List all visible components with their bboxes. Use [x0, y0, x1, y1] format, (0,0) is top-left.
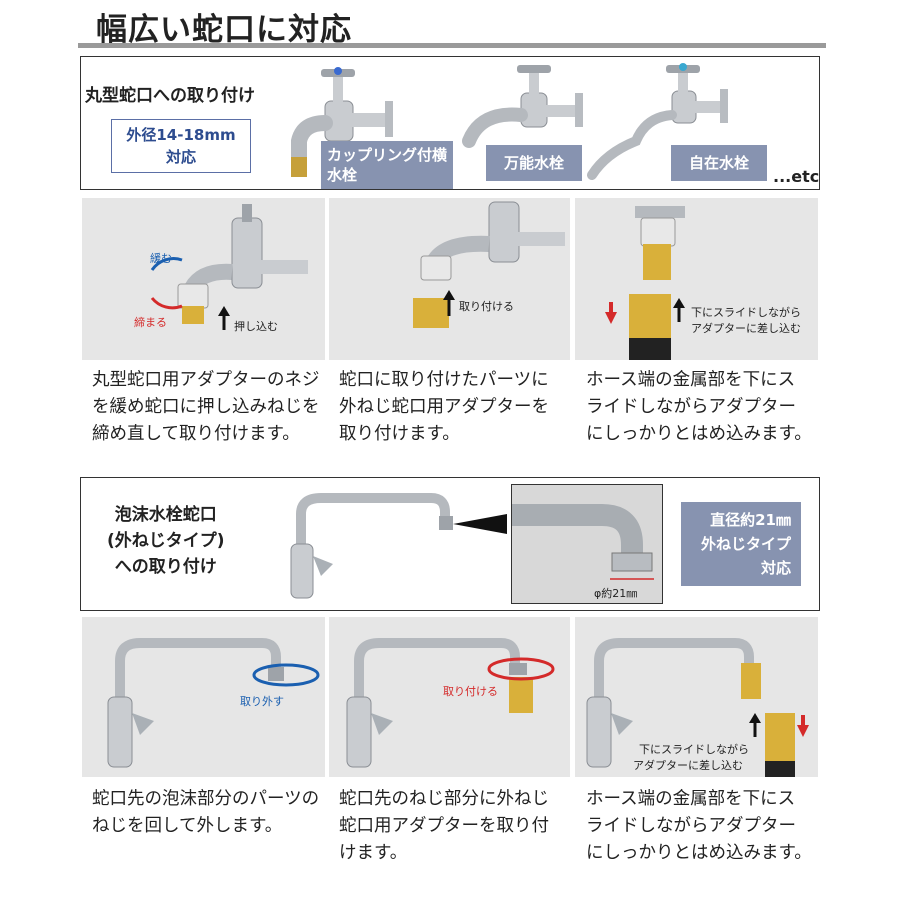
insert-annotation: アダプターに差し込む: [691, 322, 801, 335]
aerator-faucet-panel: 泡沫水栓蛇口 (外ねじタイプ) への取り付け φ約21㎜ 直径約21㎜ 外ねじタ…: [80, 477, 820, 611]
step2-1-text: 蛇口先の泡沫部分のパーツのねじを回して外します。: [92, 789, 320, 836]
step1-3-text: ホース端の金属部を下にスライドしながらアダプターにしっかりとはめ込みます。: [586, 370, 812, 444]
step1-2-image: 取り付ける: [329, 198, 570, 360]
step1-2-text: 蛇口に取り付けたパーツに外ねじ蛇口用アダプターを取り付けます。: [339, 370, 549, 444]
slide-annotation-2: 下にスライドしながら: [639, 743, 749, 756]
aerator-faucet-image: [290, 493, 507, 599]
aerator-spec-line-3: 対応: [760, 559, 791, 577]
aerator-faucet-label: 泡沫水栓蛇口 (外ねじタイプ) への取り付け: [107, 502, 225, 580]
tighten-annotation: 締まる: [134, 316, 167, 329]
round-faucet-label: 丸型蛇口への取り付け: [85, 86, 255, 106]
slide-annotation: 下にスライドしながら: [691, 306, 801, 319]
diameter-annotation: φ約21㎜: [594, 587, 638, 600]
loosen-annotation: 緩む: [150, 252, 172, 265]
title-underline: [78, 43, 826, 48]
step2-3-text: ホース端の金属部を下にスライドしながらアダプターにしっかりとはめ込みます。: [586, 789, 812, 863]
aerator-label-line-3: への取り付け: [114, 557, 217, 577]
free-faucet-tag: 自在水栓: [671, 145, 767, 181]
step1-3-image: 下にスライドしながら アダプターに差し込む: [575, 198, 818, 360]
universal-faucet-tag: 万能水栓: [486, 145, 582, 181]
remove-annotation: 取り外す: [240, 695, 284, 708]
step1-1-text: 丸型蛇口用アダプターのネジを緩め蛇口に押し込みねじを締め直して取り付けます。: [92, 370, 320, 444]
push-annotation: 押し込む: [234, 320, 278, 333]
free-faucet-image: [587, 63, 728, 180]
step2-3-image: 下にスライドしながら アダプターに差し込む: [575, 617, 818, 777]
attach-annotation: 取り付ける: [459, 300, 514, 313]
coupling-faucet-image: [291, 67, 393, 177]
thread-zoom-box: φ約21㎜: [511, 484, 663, 604]
round-faucet-panel: 丸型蛇口への取り付け 外径14-18mm 対応 カップリング付横水栓 万能水栓 …: [80, 56, 820, 190]
page-title: 幅広い蛇口に対応: [96, 12, 352, 48]
spec-line-2: 対応: [165, 148, 196, 166]
universal-faucet-image: [462, 65, 583, 148]
aerator-label-line-1: 泡沫水栓蛇口: [114, 505, 217, 525]
insert-annotation-2: アダプターに差し込む: [633, 759, 743, 772]
etc-label: ...etc: [773, 167, 820, 186]
diameter-spec-box: 外径14-18mm 対応: [111, 119, 251, 173]
step1-1-image: 緩む 締まる 押し込む: [82, 198, 325, 360]
aerator-label-line-2: (外ねじタイプ): [107, 531, 225, 551]
aerator-spec-line-2: 外ねじタイプ: [700, 535, 791, 553]
step2-2-text: 蛇口先のねじ部分に外ねじ蛇口用アダプターを取り付けます。: [339, 789, 549, 863]
aerator-spec-box: 直径約21㎜ 外ねじタイプ 対応: [681, 502, 801, 586]
step2-2-image: 取り付ける: [329, 617, 570, 777]
aerator-spec-line-1: 直径約21㎜: [710, 511, 791, 529]
attach-annotation-2: 取り付ける: [443, 685, 498, 698]
spec-line-1: 外径14-18mm: [126, 126, 236, 144]
step2-1-image: 取り外す: [82, 617, 325, 777]
coupling-faucet-tag: カップリング付横水栓: [321, 141, 453, 189]
